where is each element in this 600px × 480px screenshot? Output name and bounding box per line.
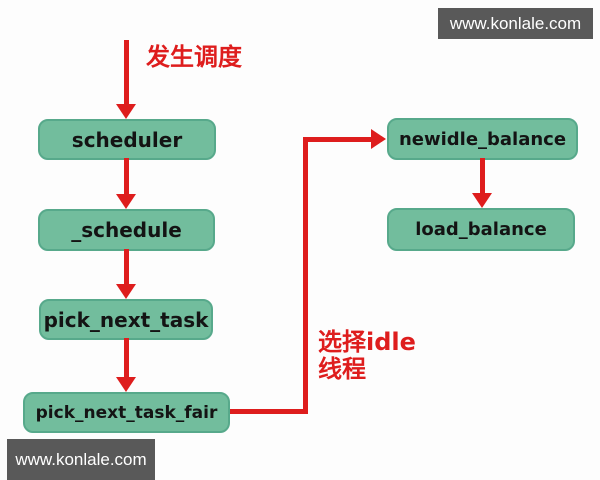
arrowhead-down-icon (116, 377, 136, 392)
trigger-label: 发生调度 (146, 43, 242, 71)
arrow-newidle-to-load-shaft (480, 158, 485, 194)
node-schedule: _schedule (38, 209, 215, 251)
watermark-bottom: www.konlale.com (7, 439, 155, 480)
arrow-pick-to-fair-shaft (124, 338, 129, 379)
arrow-scheduler-to-schedule-shaft (124, 158, 129, 195)
connector-fair-horizontal-segment (230, 409, 308, 414)
arrowhead-down-icon (472, 193, 492, 208)
arrowhead-right-icon (371, 129, 386, 149)
node-pick-next-task-fair: pick_next_task_fair (23, 392, 230, 433)
arrowhead-down-icon (116, 104, 136, 119)
connector-fair-vertical-segment (303, 137, 308, 414)
idle-thread-label-line1: 选择idle (318, 328, 416, 356)
arrowhead-down-icon (116, 194, 136, 209)
arrow-trigger-shaft (124, 40, 129, 106)
node-scheduler: scheduler (38, 119, 216, 160)
arrowhead-down-icon (116, 284, 136, 299)
idle-thread-label: 选择idle 线程 (318, 329, 416, 383)
node-newidle-balance: newidle_balance (387, 118, 578, 160)
connector-fair-top-segment (308, 137, 371, 142)
watermark-top: www.konlale.com (438, 8, 593, 39)
arrow-schedule-to-pick-shaft (124, 249, 129, 286)
node-pick-next-task: pick_next_task (39, 299, 213, 340)
idle-thread-label-line2: 线程 (318, 355, 366, 383)
node-load-balance: load_balance (387, 208, 575, 251)
